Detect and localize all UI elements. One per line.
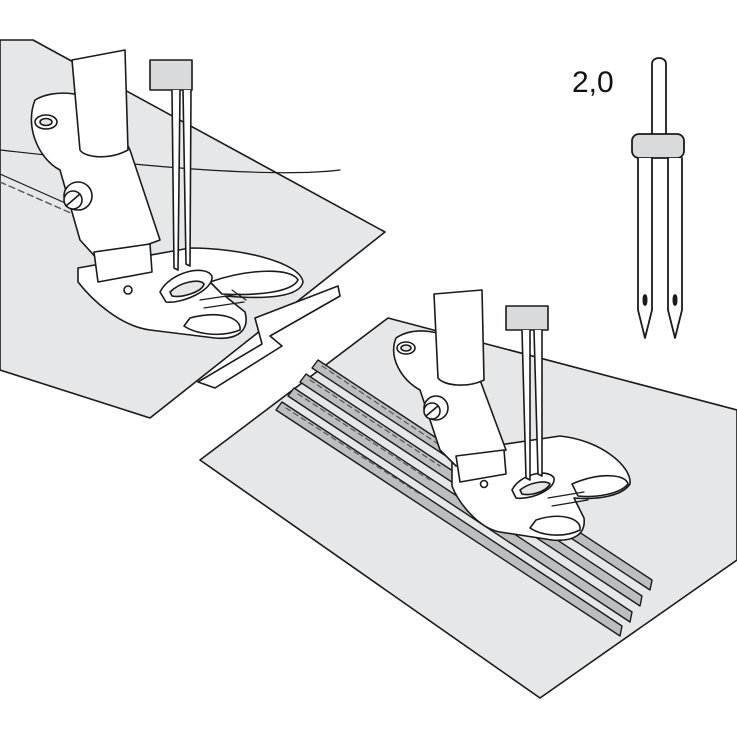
pintuck-4 bbox=[275, 401, 623, 637]
twin-needle-icon bbox=[631, 57, 685, 339]
upper-stabilizer bbox=[197, 285, 341, 389]
lower-figure bbox=[199, 289, 737, 699]
upper-foot-slot-inner bbox=[169, 280, 205, 298]
lower-presser-bar bbox=[433, 289, 485, 386]
upper-presser-bar bbox=[71, 49, 129, 158]
twin-needle-left-blade bbox=[637, 157, 653, 339]
upper-foot-toe-outer bbox=[209, 270, 299, 296]
upper-foot-block bbox=[93, 243, 153, 283]
upper-needle-clamp bbox=[149, 59, 193, 91]
upper-shank-hole-inner bbox=[39, 117, 53, 127]
upper-foot-toe-inner bbox=[183, 314, 241, 336]
lower-foot-screw-slot bbox=[425, 405, 439, 417]
lower-foot-grooves bbox=[547, 491, 589, 507]
lower-foot-toe-inner bbox=[529, 515, 581, 536]
lower-needle-right bbox=[533, 329, 543, 477]
upper-figure bbox=[0, 39, 386, 419]
twin-needle-right-eye bbox=[672, 294, 678, 306]
upper-foot-grooves bbox=[199, 289, 247, 309]
upper-foot-block-rivet bbox=[123, 285, 133, 295]
twin-needle-shank bbox=[651, 57, 667, 139]
lower-shank-hole-inner bbox=[400, 344, 412, 352]
lower-foot-toe-outer bbox=[571, 474, 629, 498]
pintuck-stitches bbox=[285, 365, 451, 495]
lower-needle-clamp bbox=[505, 305, 549, 331]
lower-needle-left bbox=[521, 329, 531, 481]
upper-needle-left bbox=[171, 89, 181, 271]
twin-needle-left-eye bbox=[642, 294, 648, 306]
needle-size-label: 2,0 bbox=[572, 66, 614, 99]
lower-foot-block-rivet bbox=[479, 479, 489, 489]
pintuck-3 bbox=[287, 387, 633, 623]
twin-needle-right-blade bbox=[667, 157, 683, 339]
lower-foot-slot-inner bbox=[519, 481, 551, 496]
twin-needle-bridge bbox=[631, 133, 685, 159]
upper-foot-screw-slot bbox=[65, 193, 81, 207]
lower-foot-block bbox=[455, 449, 507, 483]
upper-needle-right bbox=[182, 89, 192, 267]
